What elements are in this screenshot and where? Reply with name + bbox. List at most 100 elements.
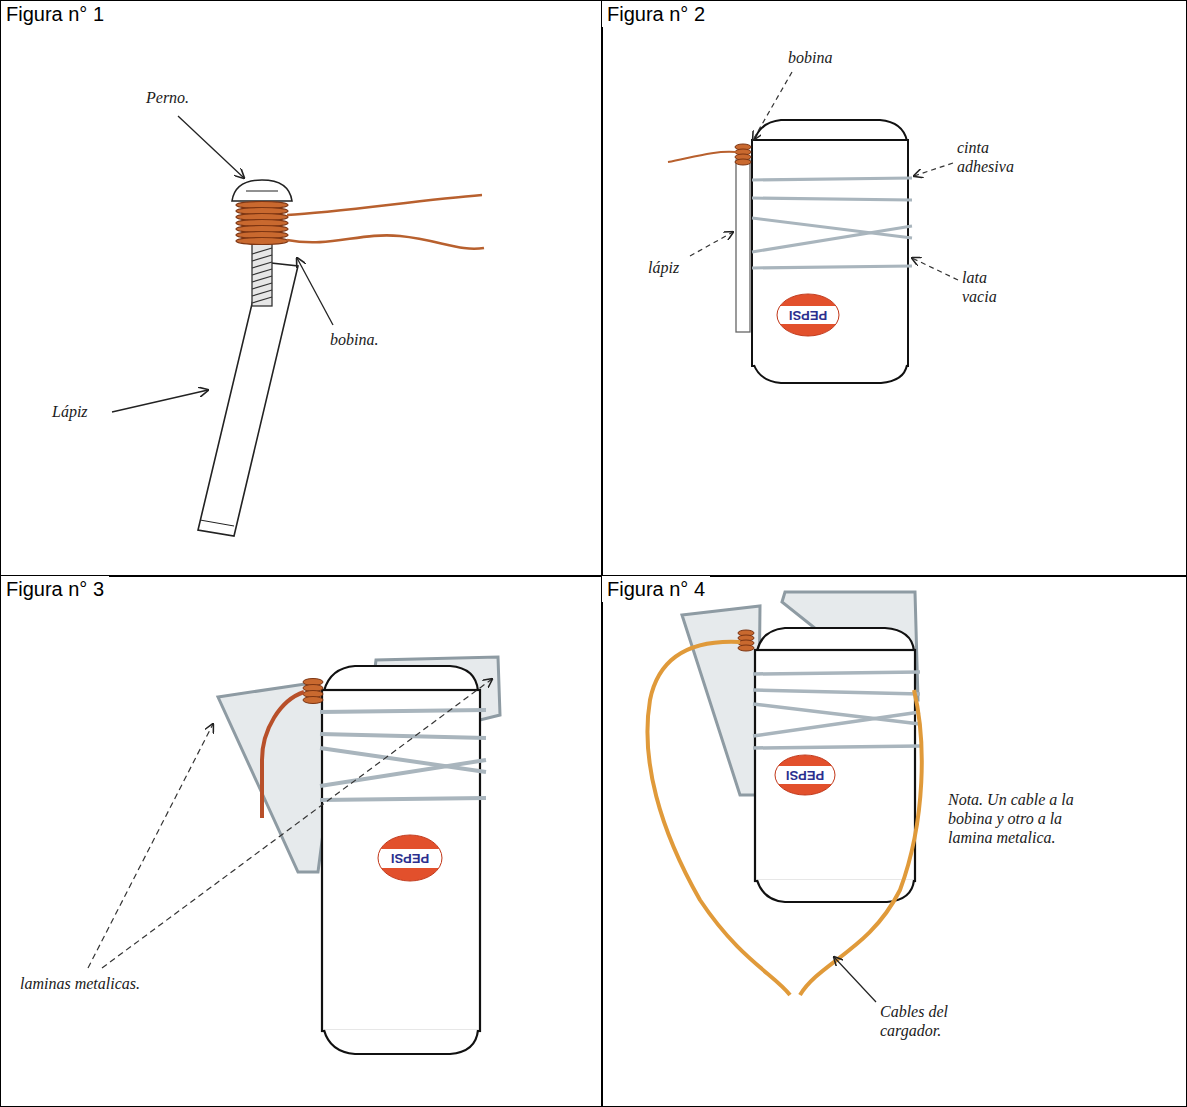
coil — [738, 630, 754, 651]
bolt-slot — [246, 191, 278, 192]
adhesive-tape — [320, 748, 486, 772]
adhesive-tape — [320, 710, 486, 800]
leader-arrows — [753, 72, 792, 140]
adhesive-tape — [752, 178, 912, 268]
part-label: cinta adhesiva — [957, 138, 1031, 176]
figure-3-drawing — [88, 657, 500, 1054]
leader-arrows — [914, 163, 953, 176]
pepsi-logo — [370, 849, 450, 868]
pepsi-logo — [770, 755, 840, 795]
pepsi-logo — [770, 766, 840, 784]
leader-arrows — [102, 679, 492, 968]
adhesive-tape — [753, 690, 920, 694]
logo-text: PEPSI — [391, 852, 429, 865]
can-top — [754, 120, 907, 141]
adhesive-tape — [320, 760, 486, 786]
part-label: Cables del cargador. — [880, 1002, 976, 1040]
figure-cell: Figura n° 2 — [601, 0, 1187, 577]
coil-wire — [668, 152, 736, 162]
pepsi-logo — [370, 835, 450, 881]
logo-text: PEPSI — [786, 769, 824, 782]
leader-arrows — [834, 957, 876, 1002]
coil-wires — [287, 195, 482, 215]
part-label: bobina — [788, 48, 832, 67]
leader-arrows — [690, 232, 733, 256]
figure-1-drawing — [112, 116, 484, 536]
bolt-thread — [252, 283, 272, 289]
can-top — [324, 666, 478, 691]
coil — [303, 679, 323, 704]
coil — [735, 159, 751, 165]
can-bottom — [324, 1030, 478, 1054]
coil-wires — [287, 235, 484, 248]
pepsi-logo-outline — [378, 835, 442, 881]
leader-arrows — [690, 72, 958, 280]
can-top — [757, 628, 914, 651]
coil-wire — [262, 692, 304, 818]
charger-cables — [800, 690, 922, 995]
can-bottom — [757, 880, 914, 902]
part-label: lápiz — [648, 258, 679, 277]
bolt-thread — [252, 290, 272, 296]
leader-arrows — [112, 116, 333, 412]
leader-arrows — [912, 258, 958, 280]
pencil-edge — [200, 520, 234, 526]
bolt-thread — [252, 248, 272, 254]
leader-arrows — [178, 116, 244, 178]
part-label: bobina. — [330, 330, 378, 349]
charger-cables — [647, 642, 790, 995]
adhesive-tape — [320, 734, 486, 738]
bolt-shaft — [252, 240, 272, 306]
figure-cell: Figura n° 3 — [0, 575, 603, 1107]
figure-heading: Figura n° 2 — [602, 1, 710, 27]
bolt-thread — [252, 248, 272, 303]
part-label: Lápiz — [52, 402, 88, 421]
can-bottom — [754, 365, 907, 383]
leader-arrows — [88, 679, 492, 968]
pencil — [198, 262, 298, 536]
part-label: laminas metalicas. — [20, 974, 140, 993]
leader-arrows — [297, 258, 333, 325]
can-body — [755, 650, 915, 881]
bolt-thread — [252, 297, 272, 303]
charger-cables — [647, 642, 921, 995]
pepsi-logo-outline — [775, 755, 835, 795]
can-body — [322, 690, 480, 1031]
bolt-thread — [252, 276, 272, 282]
figure-heading: Figura n° 1 — [1, 1, 109, 27]
coil — [738, 645, 754, 651]
coil — [303, 697, 323, 704]
leader-arrows — [834, 957, 876, 1002]
adhesive-tape — [753, 746, 920, 748]
can-body — [752, 140, 908, 366]
adhesive-tape — [753, 672, 920, 748]
leader-arrows — [112, 390, 208, 412]
adhesive-tape — [752, 178, 912, 180]
bolt-thread — [252, 262, 272, 268]
coil — [735, 144, 751, 165]
adhesive-tape — [752, 226, 912, 252]
part-label: Perno. — [146, 88, 189, 107]
pepsi-logo-outline — [777, 294, 839, 336]
figure-cell: Figura n° 1 — [0, 0, 603, 577]
figure-2-drawing — [668, 72, 958, 383]
figure-4-drawing — [647, 592, 921, 1002]
metal-sheet — [682, 606, 760, 795]
pencil — [736, 160, 750, 332]
pepsi-logo — [770, 294, 850, 336]
adhesive-tape — [320, 710, 486, 712]
adhesive-tape — [753, 672, 920, 674]
figure-heading: Figura n° 4 — [602, 576, 710, 602]
coil-wires — [287, 195, 484, 249]
adhesive-tape — [752, 198, 912, 200]
bolt-thread — [252, 269, 272, 275]
figure-cell: Figura n° 4 — [601, 575, 1187, 1107]
figure-heading: Figura n° 3 — [1, 576, 109, 602]
part-label: lata vacia — [962, 268, 1016, 306]
logo-text: PEPSI — [789, 309, 827, 322]
adhesive-tape — [320, 798, 486, 800]
adhesive-tape — [753, 712, 920, 736]
adhesive-tape — [752, 266, 912, 268]
